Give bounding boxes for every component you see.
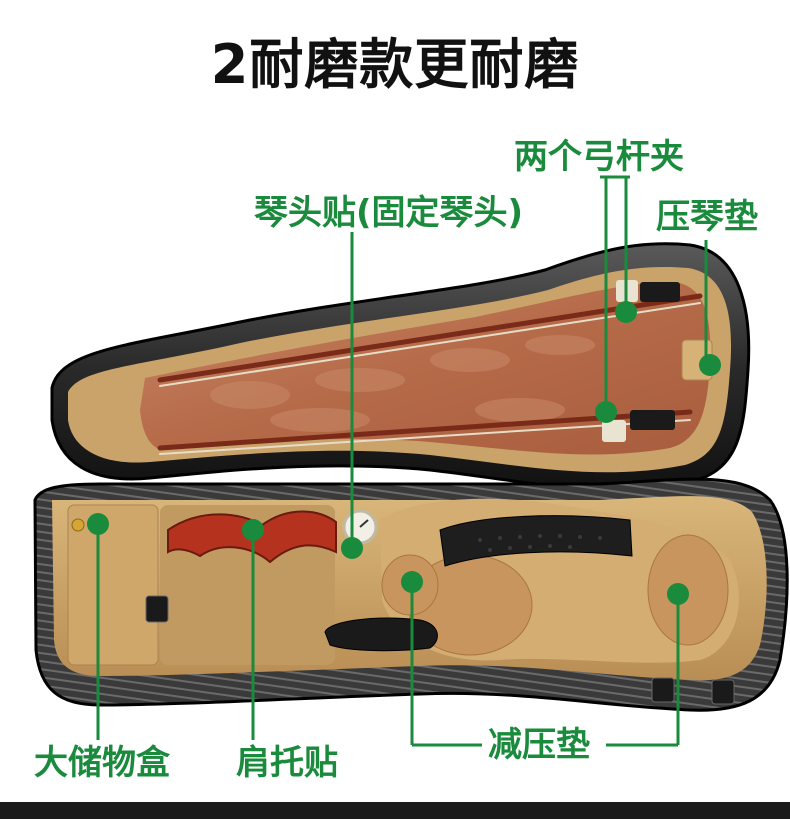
label-scroll-pad: 琴头贴(固定琴头): [250, 196, 528, 230]
storage-compartment: [67, 504, 159, 666]
product-title: 2耐磨款更耐磨: [210, 33, 580, 96]
latch-right-1: [651, 677, 675, 703]
footer-bar: [0, 802, 790, 819]
marker-scroll-pad: [341, 537, 363, 559]
label-storage-box: 大储物盒: [30, 746, 174, 780]
marker-bow-clip-2: [595, 401, 617, 423]
case-handle: [324, 617, 438, 652]
latch-left: [145, 595, 169, 623]
marker-bow-clip-1: [615, 301, 637, 323]
storage-knob: [71, 518, 85, 532]
bow-upper: [157, 280, 703, 387]
label-bow-clips: 两个弓杆夹: [510, 140, 688, 174]
marker-pressure-pad-2: [667, 583, 689, 605]
marker-pressure-pad-1: [401, 571, 423, 593]
label-pressure-pad: 减压垫: [484, 728, 594, 762]
label-body-pad: 压琴垫: [652, 200, 762, 234]
marker-storage-box: [87, 513, 109, 535]
label-shoulder-pad: 肩托贴: [232, 746, 342, 780]
lid-velvet: [140, 282, 711, 455]
marker-body-pad: [699, 354, 721, 376]
latch-right-2: [711, 679, 735, 705]
marker-shoulder-pad: [242, 519, 264, 541]
padded-strap: [439, 515, 633, 567]
